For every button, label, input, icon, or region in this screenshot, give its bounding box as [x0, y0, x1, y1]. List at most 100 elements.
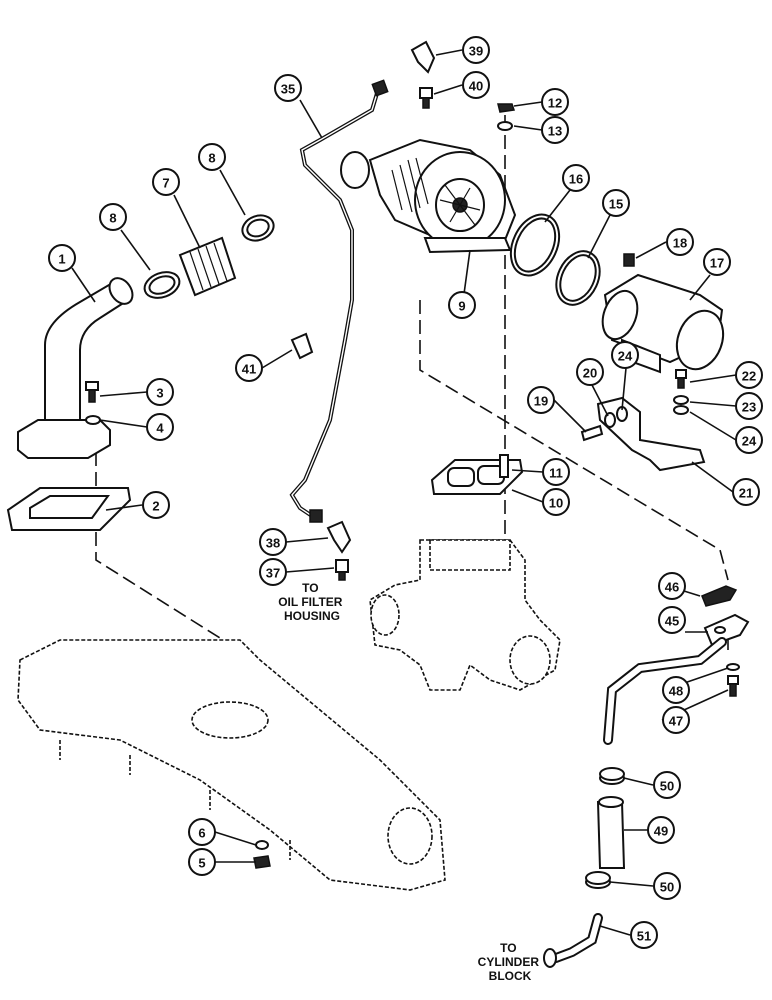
callout-number: 15 — [609, 197, 623, 212]
oil-filter-note-line3: HOUSING — [284, 609, 340, 623]
callout-number: 18 — [673, 236, 687, 251]
callout-circle — [541, 116, 569, 144]
callout-c1: 1 — [48, 244, 76, 272]
callout-circle — [658, 606, 686, 634]
callout-circle — [99, 203, 127, 231]
callout-number: 35 — [281, 82, 295, 97]
callout-number: 40 — [469, 79, 483, 94]
oil-filter-note-line2: OIL FILTER — [278, 595, 343, 609]
callout-c12: 12 — [541, 88, 569, 116]
hose-clamp-upper — [599, 767, 625, 785]
callout-circle — [735, 426, 763, 454]
callout-c10: 10 — [542, 488, 570, 516]
callout-c2: 2 — [142, 491, 170, 519]
washer-48 — [726, 663, 740, 671]
callout-circle — [274, 74, 302, 102]
callout-c16: 16 — [562, 164, 590, 192]
callout-number: 17 — [710, 256, 724, 271]
callout-circle — [647, 816, 675, 844]
callout-circle — [462, 71, 490, 99]
washer-23 — [673, 395, 689, 405]
callout-c6: 6 — [188, 818, 216, 846]
callout-number: 39 — [469, 44, 483, 59]
callout-c51: 51 — [630, 921, 658, 949]
washer-13 — [497, 121, 513, 131]
callout-circle — [658, 572, 686, 600]
block-tube-inner — [553, 915, 601, 961]
callout-c40: 40 — [462, 71, 490, 99]
callout-number: 24 — [618, 349, 633, 364]
callout-circle — [662, 706, 690, 734]
callout-c15: 15 — [602, 189, 630, 217]
callout-number: 22 — [742, 369, 756, 384]
callout-c38: 38 — [259, 528, 287, 556]
callout-circle — [542, 488, 570, 516]
exhaust-elbow — [17, 277, 134, 459]
callout-c8b: 8 — [198, 143, 226, 171]
callout-c17: 17 — [703, 248, 731, 276]
callout-circle — [235, 354, 263, 382]
callout-number: 10 — [549, 496, 563, 511]
callout-number: 8 — [109, 211, 116, 226]
callout-circle — [462, 36, 490, 64]
callout-c8a: 8 — [99, 203, 127, 231]
nut-5 — [253, 855, 271, 869]
callout-number: 51 — [637, 929, 651, 944]
callout-c46: 46 — [658, 572, 686, 600]
callout-c9: 9 — [448, 291, 476, 319]
callout-number: 38 — [266, 536, 280, 551]
oil-return-hose — [596, 796, 626, 869]
callout-number: 41 — [242, 362, 256, 377]
callout-number: 23 — [742, 400, 756, 415]
callout-c23: 23 — [735, 392, 763, 420]
callout-circle — [527, 386, 555, 414]
turbocharger — [340, 138, 517, 254]
callout-number: 7 — [162, 176, 169, 191]
callout-c48: 48 — [662, 676, 690, 704]
callout-c37: 37 — [259, 558, 287, 586]
fitting-40 — [419, 87, 433, 109]
callout-circle — [146, 413, 174, 441]
callout-circle — [142, 491, 170, 519]
callout-number: 21 — [739, 486, 753, 501]
callout-c24b: 24 — [735, 426, 763, 454]
callout-number: 49 — [654, 824, 668, 839]
cylinder-block-note-line2: CYLINDER — [478, 955, 540, 969]
callout-c50b: 50 — [653, 872, 681, 900]
elbow-fitting-38 — [326, 520, 352, 554]
elbow-gasket — [6, 487, 132, 531]
callout-circle — [735, 361, 763, 389]
callout-number: 19 — [534, 394, 548, 409]
callout-circle — [653, 872, 681, 900]
callout-circle — [448, 291, 476, 319]
callout-number: 16 — [569, 172, 583, 187]
callout-circle — [666, 228, 694, 256]
oil-filter-note: TO OIL FILTER HOUSING — [278, 581, 346, 623]
exhaust-sleeve — [178, 236, 237, 297]
callout-number: 11 — [549, 466, 563, 481]
leader-lines — [71, 49, 737, 936]
callout-circle — [602, 189, 630, 217]
callout-number: 20 — [583, 366, 597, 381]
callout-c4: 4 — [146, 413, 174, 441]
callout-number: 24 — [742, 434, 757, 449]
callout-number: 1 — [58, 252, 65, 267]
elbow-bolt — [85, 381, 99, 403]
callout-c47: 47 — [662, 706, 690, 734]
callout-circle — [542, 458, 570, 486]
turbine-housing-manifold — [369, 539, 561, 691]
callout-number: 37 — [266, 566, 280, 581]
callout-circle — [146, 378, 174, 406]
tube-nut-top — [371, 79, 389, 97]
callout-number: 3 — [156, 386, 163, 401]
callout-c5: 5 — [188, 848, 216, 876]
oil-return-flange — [703, 613, 750, 647]
bolt-22 — [675, 369, 687, 389]
oil-return-tube-inner — [605, 639, 725, 743]
nut-12 — [497, 103, 515, 113]
callout-circle — [259, 528, 287, 556]
callout-c21: 21 — [732, 478, 760, 506]
callout-c45: 45 — [658, 606, 686, 634]
tube-nut-bottom — [309, 509, 323, 523]
